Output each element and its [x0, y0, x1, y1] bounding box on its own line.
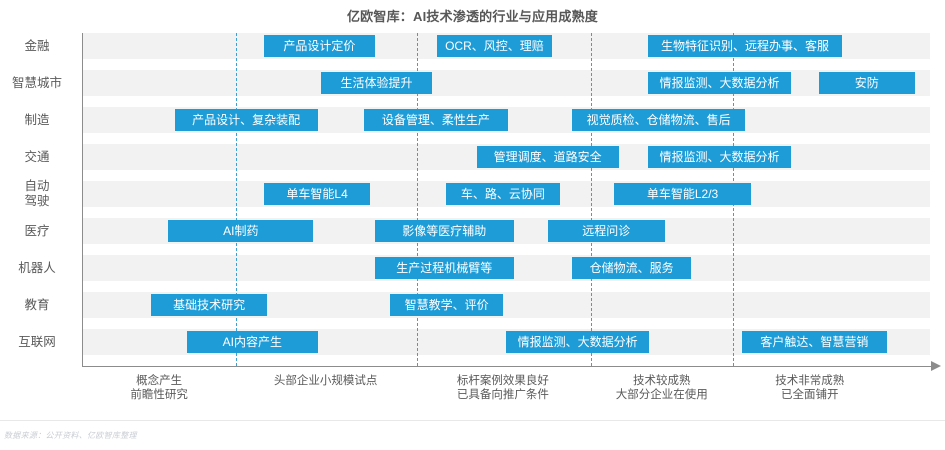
- stage-label-line2: 已具备向推广条件: [456, 389, 549, 401]
- bar-金融-1[interactable]: 产品设计定价: [263, 35, 375, 57]
- bar-医疗-2[interactable]: 影像等医疗辅助: [374, 220, 514, 242]
- stage-label-line2: 前瞻性研究: [130, 389, 188, 401]
- stage-label-4: 技术较成熟大部分企业在使用: [587, 374, 737, 402]
- bar-医疗-1[interactable]: AI制药: [168, 220, 314, 242]
- stage-label-2: 头部企业小规模试点: [251, 374, 401, 388]
- row-label-line: 自动: [24, 179, 50, 193]
- row-label-line: 制造: [24, 112, 50, 127]
- bar-自动驾驶-3[interactable]: 单车智能L2/3: [613, 183, 752, 205]
- bar-教育-2[interactable]: 智慧教学、评价: [390, 294, 503, 316]
- bar-金融-2[interactable]: OCR、风控、理赔: [436, 35, 553, 57]
- bar-机器人-1[interactable]: 生产过程机械臂等: [374, 257, 514, 279]
- row-label-医疗: 医疗: [0, 224, 74, 239]
- x-axis-arrow-icon: [931, 361, 941, 371]
- bar-医疗-3[interactable]: 远程问诊: [547, 220, 665, 242]
- bar-交通-2[interactable]: 情报监测、大数据分析: [647, 146, 792, 168]
- row-label-line: 互联网: [18, 334, 56, 349]
- row-label-line: 教育: [24, 297, 50, 312]
- stage-label-3: 标杆案例效果良好已具备向推广条件: [428, 374, 578, 402]
- stage-label-line1: 概念产生: [136, 375, 183, 387]
- stage-label-line1: 头部企业小规模试点: [273, 375, 378, 387]
- row-label-智慧城市: 智慧城市: [0, 76, 74, 91]
- bar-金融-3[interactable]: 生物特征识别、远程办事、客服: [647, 35, 843, 57]
- stage-label-line2: 大部分企业在使用: [615, 389, 708, 401]
- bar-教育-1[interactable]: 基础技术研究: [151, 294, 267, 316]
- row-label-互联网: 互联网: [0, 335, 74, 350]
- row-label-教育: 教育: [0, 298, 74, 313]
- bar-互联网-2[interactable]: 情报监测、大数据分析: [506, 331, 650, 353]
- gridline-2: [416, 33, 418, 366]
- bar-制造-3[interactable]: 视觉质检、仓储物流、售后: [572, 109, 745, 131]
- row-label-line: 医疗: [24, 223, 50, 238]
- footer-divider: [0, 420, 945, 421]
- row-label-line: 机器人: [18, 260, 56, 275]
- row-label-机器人: 机器人: [0, 261, 74, 276]
- bar-制造-2[interactable]: 设备管理、柔性生产: [364, 109, 508, 131]
- bar-互联网-1[interactable]: AI内容产生: [186, 331, 318, 353]
- row-label-line: 交通: [24, 149, 50, 164]
- row-label-制造: 制造: [0, 113, 74, 128]
- bar-智慧城市-1[interactable]: 生活体验提升: [320, 72, 432, 94]
- bar-自动驾驶-1[interactable]: 单车智能L4: [263, 183, 371, 205]
- bar-制造-1[interactable]: 产品设计、复杂装配: [174, 109, 318, 131]
- row-label-交通: 交通: [0, 150, 74, 165]
- x-axis-line: [82, 366, 932, 367]
- stage-label-line1: 标杆案例效果良好: [456, 375, 549, 387]
- stage-label-line1: 技术非常成熟: [775, 375, 845, 387]
- stage-label-line2: 已全面铺开: [780, 389, 839, 401]
- page-title: 亿欧智库：AI技术渗透的行业与应用成熟度: [346, 9, 598, 24]
- row-label-金融: 金融: [0, 39, 74, 54]
- bar-机器人-2[interactable]: 仓储物流、服务: [572, 257, 692, 279]
- row-label-line: 智慧城市: [11, 75, 62, 90]
- row-band: [82, 70, 930, 96]
- gridline-3: [590, 33, 592, 366]
- stage-label-line1: 技术较成熟: [632, 375, 691, 387]
- stage-label-1: 概念产生前瞻性研究: [84, 374, 234, 402]
- bar-互联网-3[interactable]: 客户触达、智慧营销: [741, 331, 887, 353]
- gridline-1: [236, 33, 238, 366]
- bar-交通-1[interactable]: 管理调度、道路安全: [476, 146, 619, 168]
- row-label-自动驾驶: 自动驾驶: [0, 179, 74, 209]
- source-note: 数据来源：公开资料、亿欧智库整理: [4, 431, 137, 440]
- y-axis-line: [82, 33, 83, 366]
- bar-智慧城市-3[interactable]: 安防: [818, 72, 915, 94]
- row-label-line: 驾驶: [24, 194, 50, 208]
- bar-智慧城市-2[interactable]: 情报监测、大数据分析: [647, 72, 792, 94]
- stage-label-5: 技术非常成熟已全面铺开: [735, 374, 885, 402]
- row-label-line: 金融: [24, 38, 50, 53]
- bar-自动驾驶-2[interactable]: 车、路、云协同: [445, 183, 560, 205]
